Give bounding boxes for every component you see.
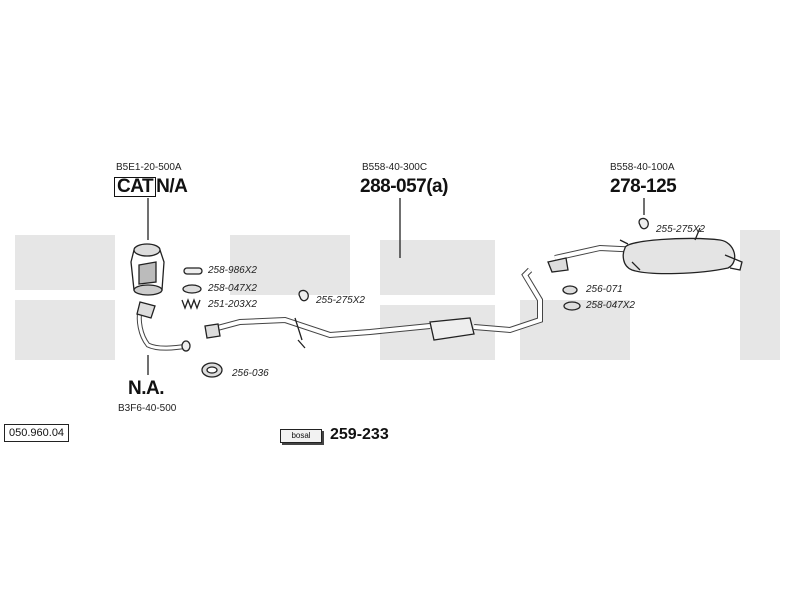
fitting-label: 258-047X2 (586, 300, 635, 311)
cat-boxed-label: CAT (114, 177, 157, 197)
fitting-label: 256-036 (232, 368, 269, 379)
rubber-mount-icon (638, 217, 649, 230)
fitting-label: 258-047X2 (208, 283, 257, 294)
diagram-id-box: 050.960.04 (4, 424, 70, 442)
cat-ref-label: B5E1-20-500A (116, 162, 182, 173)
fitting-label: 255-275X2 (316, 295, 365, 306)
fittings-drawing (181, 217, 649, 378)
front-pipe-label: N.A. (128, 378, 165, 399)
brand-kit-icon: bosal (280, 429, 322, 443)
watermark-block (15, 300, 115, 360)
watermark-block (740, 230, 780, 360)
catalytic-converter-drawing (130, 243, 165, 296)
fitting-label: 258-986X2 (208, 265, 257, 276)
gasket-icon (563, 301, 581, 311)
kit-part-label: 259-233 (330, 426, 389, 443)
middle-part-label: 288-057(a) (360, 176, 448, 197)
rear-part-label: 278-125 (610, 176, 677, 197)
fitting-label: 256-071 (586, 284, 623, 295)
rubber-mount-icon (298, 289, 309, 302)
fitting-label: 255-275X2 (656, 224, 705, 235)
middle-pipe-drawing (204, 267, 543, 349)
rear-silencer-drawing (547, 227, 743, 275)
front-pipe-ref-label: B3F6-40-500 (118, 403, 177, 414)
gasket-icon (182, 284, 202, 294)
front-pipe-drawing (136, 301, 191, 352)
watermark-block (15, 235, 115, 290)
watermark-block (230, 235, 350, 295)
spring-icon (181, 298, 201, 310)
clamp-icon (183, 267, 203, 275)
cat-rest-label: N/A (156, 176, 188, 197)
fitting-label: 251-203X2 (208, 299, 257, 310)
rear-ref-label: B558-40-100A (610, 162, 675, 173)
watermark-block (380, 240, 495, 295)
ring-icon (562, 285, 578, 295)
middle-ref-label: B558-40-300C (362, 162, 428, 173)
